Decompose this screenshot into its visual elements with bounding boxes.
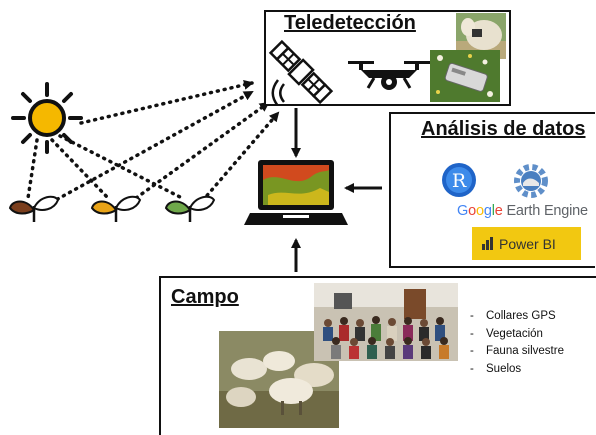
sun-to-plant-rays <box>26 134 184 200</box>
satellite-icon <box>268 39 334 105</box>
laptop-icon <box>244 160 348 225</box>
sheep-collar-photo <box>456 13 506 59</box>
gps-device-photo <box>430 50 500 102</box>
plant-left-icon <box>8 195 60 223</box>
powerbi-bars-icon <box>482 237 493 250</box>
flow-arrows <box>291 108 382 272</box>
signal-waves <box>271 79 285 106</box>
drone-icon <box>348 61 430 90</box>
list-item: -Collares GPS <box>470 310 556 322</box>
powerbi-label: Power BI <box>499 235 556 252</box>
remote-sensing-drawings <box>268 39 430 106</box>
list-item: -Fauna silvestre <box>470 345 564 357</box>
panel-title-data-analysis: Análisis de datos <box>421 118 586 140</box>
team-group-photo <box>314 283 458 361</box>
field-data-list: -Collares GPS -Vegetación -Fauna silvest… <box>470 308 564 378</box>
reflectance-arrows <box>43 79 280 208</box>
plant-middle-icon <box>90 195 142 223</box>
panel-title-field: Campo <box>171 286 239 308</box>
panel-title-remote-sensing: Teledetección <box>284 12 416 34</box>
list-item: -Suelos <box>470 362 522 375</box>
powerbi-logo: Power BI <box>472 227 581 260</box>
plant-right-icon <box>164 195 216 223</box>
sun-icon <box>11 82 83 154</box>
google-earth-engine-logo: Google Earth Engine <box>457 203 588 219</box>
remote-sensing-panel: Teledetección <box>264 10 511 106</box>
list-item: -Vegetación <box>470 327 543 340</box>
